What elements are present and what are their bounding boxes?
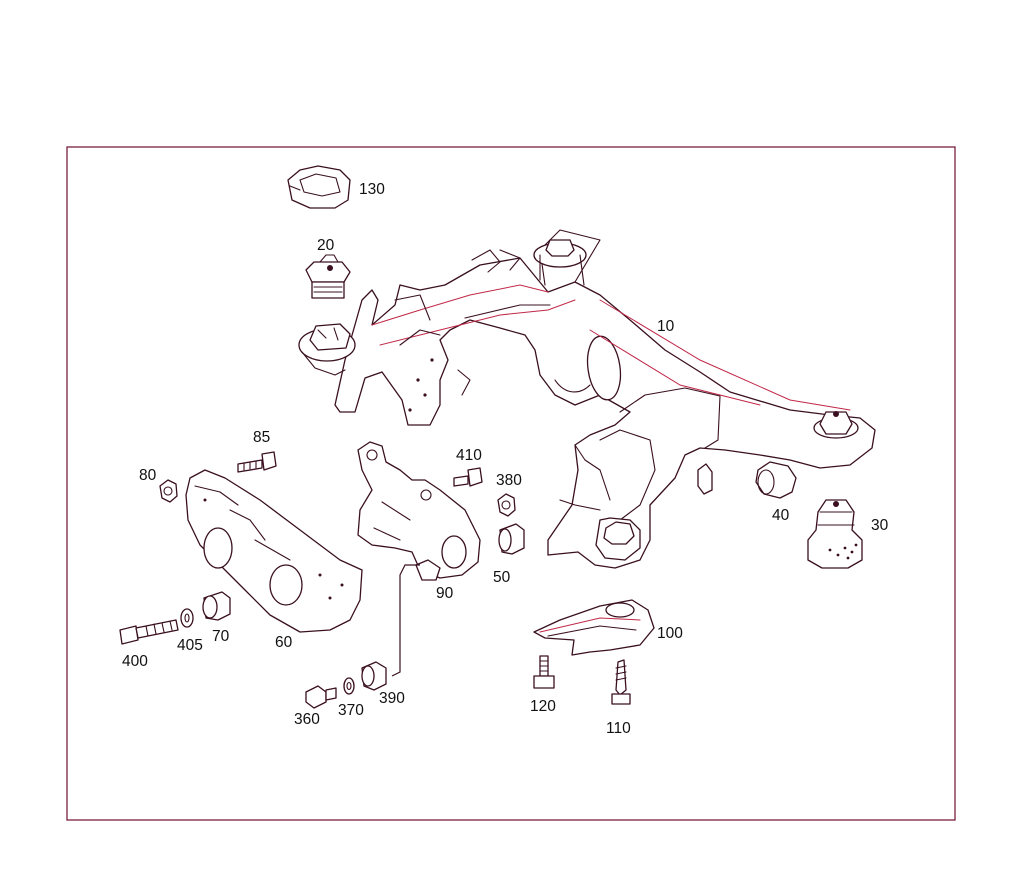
washer-370-drawing (343, 677, 355, 695)
bolt-120-drawing (533, 655, 555, 689)
callout-390[interactable]: 390 (379, 690, 405, 707)
diagram-frame (66, 146, 956, 821)
bushing-390-drawing (361, 661, 387, 691)
part-callout-labels: 130 20 10 85 80 410 380 40 30 50 90 100 … (122, 181, 889, 737)
rubber-mount-drawing (305, 254, 351, 299)
nut-80-drawing (159, 479, 178, 503)
callout-40[interactable]: 40 (772, 507, 790, 524)
carrier-plate-drawing (185, 469, 363, 633)
callout-360[interactable]: 360 (294, 711, 320, 728)
bushing-70-drawing (202, 591, 231, 621)
callout-50[interactable]: 50 (493, 569, 511, 586)
nut-380-drawing (497, 493, 516, 517)
callout-370[interactable]: 370 (338, 702, 364, 719)
bushing-40-drawing (697, 461, 797, 499)
bushing-50-drawing (498, 523, 525, 555)
callout-100[interactable]: 100 (657, 625, 683, 642)
bolt-410-drawing (453, 467, 483, 487)
callout-120[interactable]: 120 (530, 698, 556, 715)
callout-20[interactable]: 20 (317, 237, 335, 254)
callout-110[interactable]: 110 (606, 720, 631, 737)
callout-85[interactable]: 85 (253, 429, 270, 446)
bracket-clip-drawing (287, 165, 351, 209)
callout-380[interactable]: 380 (496, 472, 522, 489)
callout-10[interactable]: 10 (657, 318, 675, 335)
callout-400[interactable]: 400 (122, 653, 148, 670)
callout-90[interactable]: 90 (436, 585, 454, 602)
bolt-400-drawing (119, 619, 179, 645)
callout-60[interactable]: 60 (275, 634, 293, 651)
callout-70[interactable]: 70 (212, 628, 230, 645)
callout-410[interactable]: 410 (456, 447, 482, 464)
bolt-360-drawing (305, 685, 337, 709)
rear-subframe-drawing (298, 229, 876, 569)
callout-30[interactable]: 30 (871, 517, 889, 534)
bolt-85-drawing (237, 451, 277, 473)
subframe-mount-drawing (807, 499, 863, 569)
mount-bracket-100-drawing (533, 599, 655, 656)
washer-405-drawing (180, 608, 194, 628)
callout-405[interactable]: 405 (177, 637, 203, 654)
screw-110-drawing (611, 659, 631, 705)
callout-80[interactable]: 80 (139, 467, 157, 484)
bracket-90-drawing (357, 441, 481, 677)
callout-130[interactable]: 130 (359, 181, 385, 198)
